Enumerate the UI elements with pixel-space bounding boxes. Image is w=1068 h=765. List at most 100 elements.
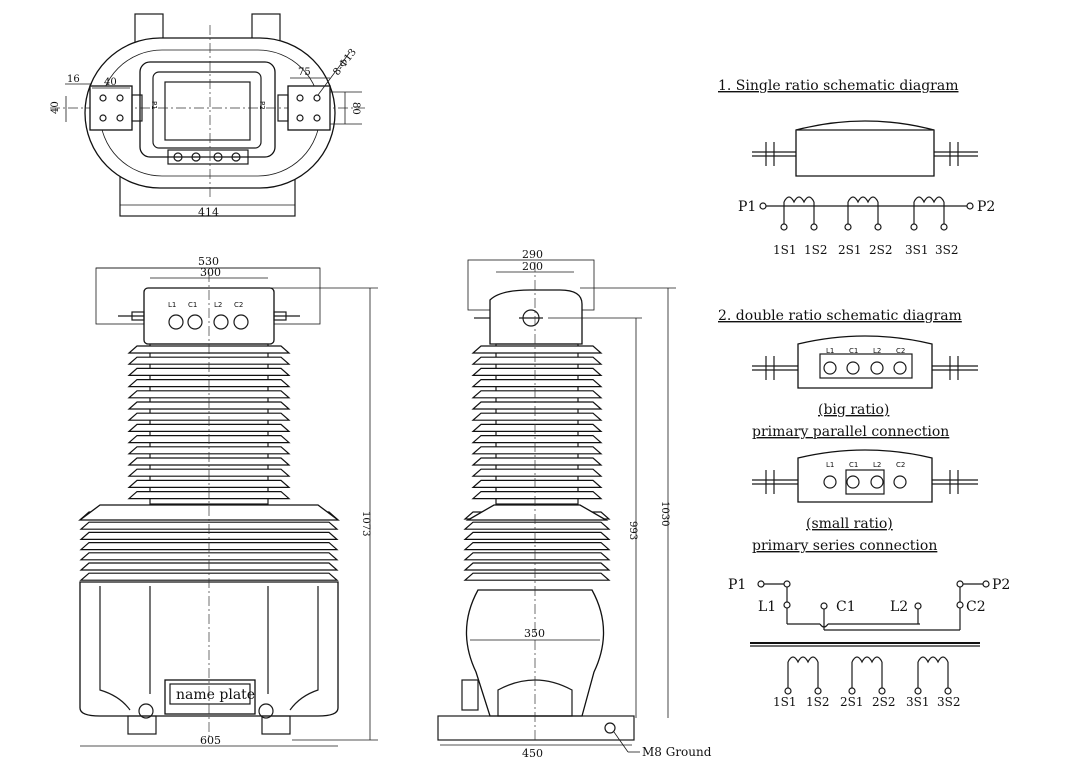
single-sec-2: 1S2 xyxy=(804,243,828,257)
front-term-c2: C2 xyxy=(234,301,243,309)
front-shed xyxy=(127,356,291,365)
top-head-box xyxy=(139,61,276,158)
side-shed xyxy=(471,446,603,455)
side-shed xyxy=(471,491,603,500)
side-shed-cap xyxy=(465,504,609,521)
side-shed xyxy=(471,412,603,421)
double-secondary-coils xyxy=(784,656,952,695)
coil-terminal xyxy=(878,687,886,695)
small-ratio-label: (small ratio) xyxy=(806,516,893,532)
ground-bolt xyxy=(604,722,616,734)
coil-terminal xyxy=(784,687,792,695)
single-p2: P2 xyxy=(977,199,995,215)
side-view: 290 200 350 450 1030 993 M8 Ground xyxy=(437,248,712,760)
single-sec-5: 3S1 xyxy=(905,243,929,257)
top-label-p1: P1 xyxy=(150,101,158,110)
double-sec-1: 1S1 xyxy=(773,695,797,709)
small-term-l2: L2 xyxy=(873,461,881,469)
nameplate xyxy=(164,679,256,715)
side-upper-sheds xyxy=(471,345,603,500)
double-coil xyxy=(917,656,949,664)
dim-80: 80 xyxy=(350,102,361,115)
ground-label: M8 Ground xyxy=(642,745,712,759)
coil-terminal xyxy=(780,223,788,231)
nameplate-label: name plate xyxy=(176,687,255,703)
double-c2: C2 xyxy=(966,599,986,615)
small-term-c2: C2 xyxy=(896,461,905,469)
big-term-c1: C1 xyxy=(849,347,858,355)
double-p2: P2 xyxy=(992,577,1010,593)
coil-terminal xyxy=(944,687,952,695)
coil-terminal xyxy=(814,687,822,695)
side-big-shed xyxy=(463,572,611,581)
side-shed xyxy=(471,435,603,444)
big-term-c2: C2 xyxy=(896,347,905,355)
single-coil xyxy=(783,196,815,204)
front-shed xyxy=(127,446,291,455)
dim-75: 75 xyxy=(298,67,311,78)
double-l2: L2 xyxy=(890,599,908,615)
big-term-l1: L1 xyxy=(826,347,834,355)
front-term-l2: L2 xyxy=(214,301,222,309)
front-view: 530 300 L1 C1 L2 C2 name plate xyxy=(78,255,378,747)
top-label-p2: P2 xyxy=(258,101,266,110)
single-p1: P1 xyxy=(738,199,756,215)
dim-993: 993 xyxy=(627,521,638,540)
front-term-c1: C1 xyxy=(188,301,197,309)
double-sec-3: 2S1 xyxy=(840,695,864,709)
single-sec-1: 1S1 xyxy=(773,243,797,257)
top-terminal-pad-p2 xyxy=(287,85,331,131)
coil-terminal xyxy=(844,223,852,231)
small-ratio-connection: primary series connection xyxy=(752,538,937,554)
double-p1: P1 xyxy=(728,577,746,593)
coil-terminal xyxy=(848,687,856,695)
schematic-double-title: 2. double ratio schematic diagram xyxy=(718,308,962,324)
double-c1: C1 xyxy=(836,599,856,615)
schematic-double: 2. double ratio schematic diagram L1 C1 … xyxy=(718,308,1010,709)
dim-8-hole: 8-Φ13 xyxy=(331,47,359,78)
dim-1030: 1030 xyxy=(659,501,670,526)
big-term-l2: L2 xyxy=(873,347,881,355)
coil-terminal xyxy=(914,687,922,695)
double-sec-6: 3S2 xyxy=(937,695,961,709)
schematic-single-body xyxy=(795,120,935,177)
side-shed xyxy=(471,423,603,432)
front-term-l1: L1 xyxy=(168,301,176,309)
top-terminal-pad-p1 xyxy=(89,85,133,131)
side-big-shed xyxy=(463,562,611,571)
big-ratio-body xyxy=(797,335,933,389)
dim-300: 300 xyxy=(200,266,221,279)
big-ratio-label: (big ratio) xyxy=(818,402,889,418)
side-shed xyxy=(471,367,603,376)
schematic-single-title: 1. Single ratio schematic diagram xyxy=(718,78,959,94)
small-term-c1: C1 xyxy=(849,461,858,469)
dim-40: 40 xyxy=(104,77,117,88)
dim-200: 200 xyxy=(522,260,543,273)
front-big-shed xyxy=(79,531,339,540)
side-shed xyxy=(471,356,603,365)
coil-terminal xyxy=(940,223,948,231)
double-sec-5: 3S1 xyxy=(906,695,930,709)
single-sec-4: 2S2 xyxy=(869,243,893,257)
big-ratio-connection: primary parallel connection xyxy=(752,424,949,440)
side-shed xyxy=(471,401,603,410)
dim-350: 350 xyxy=(524,627,545,640)
side-lower-sheds xyxy=(463,504,611,581)
single-secondary-coils xyxy=(780,196,948,231)
dim-414: 414 xyxy=(198,206,219,219)
double-l1: L1 xyxy=(758,599,776,615)
coil-terminal xyxy=(874,223,882,231)
single-coil xyxy=(913,196,945,204)
front-shed xyxy=(127,423,291,432)
double-coil xyxy=(787,656,819,664)
small-term-l1: L1 xyxy=(826,461,834,469)
side-big-shed xyxy=(463,542,611,551)
dim-16: 16 xyxy=(67,74,80,85)
single-sec-6: 3S2 xyxy=(935,243,959,257)
side-head xyxy=(489,289,583,345)
side-shed xyxy=(471,479,603,488)
top-view: P1 P2 16 40 40 75 8-Φ13 80 414 xyxy=(50,13,365,219)
single-coil xyxy=(847,196,879,204)
coil-terminal xyxy=(810,223,818,231)
side-shed xyxy=(471,379,603,388)
